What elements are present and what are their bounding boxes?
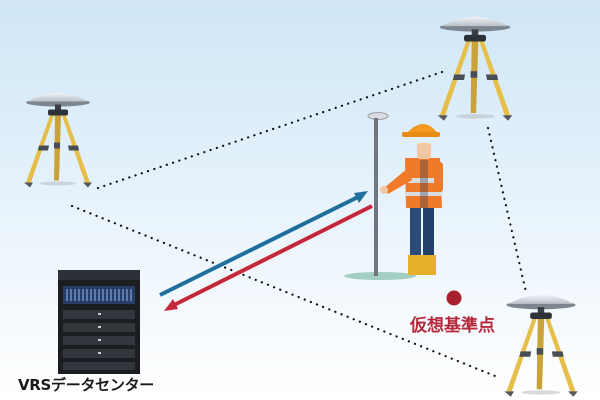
network-lines xyxy=(70,68,528,380)
downlink-arrow-head xyxy=(164,299,178,311)
server-rack-icon xyxy=(58,270,140,374)
datacenter-label: VRSデータセンター xyxy=(18,376,154,394)
data-arrows xyxy=(159,191,373,311)
surveyor-worker-icon xyxy=(344,112,443,280)
virtual-reference-point-label: 仮想基準点 xyxy=(410,316,495,336)
virtual-reference-point-marker xyxy=(446,290,462,306)
line-left-to-bottomright xyxy=(70,204,502,380)
line-left-to-topright xyxy=(96,68,450,190)
uplink-arrow xyxy=(159,194,361,297)
uplink-arrow-head xyxy=(354,191,368,203)
downlink-arrow xyxy=(171,204,373,308)
